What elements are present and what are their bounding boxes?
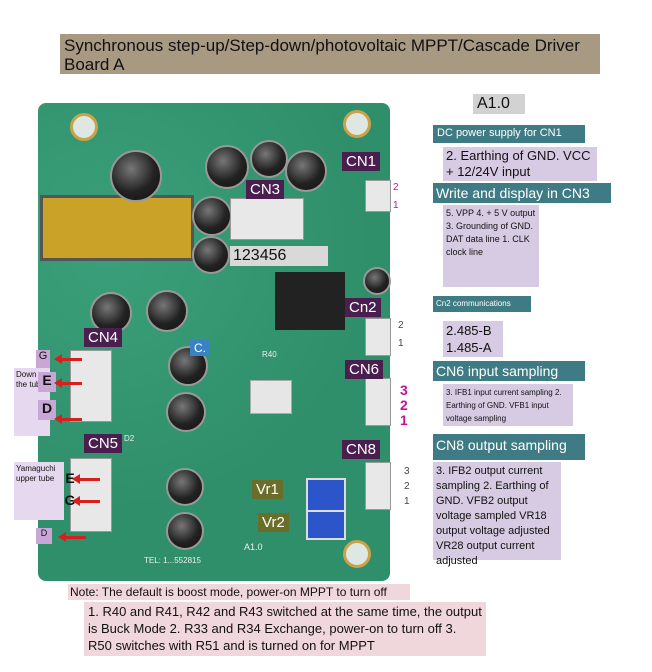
cn8-header: CN8 output sampling — [433, 434, 585, 460]
board-version-silkscreen: A1.0 — [244, 542, 263, 552]
cn5-label: CN5 — [84, 434, 123, 453]
trim-potentiometer — [306, 478, 346, 512]
capacitor — [110, 150, 162, 202]
cn5-side-note: Yamaguchi upper tube — [14, 462, 64, 520]
cn4-pin-e: E — [38, 372, 56, 392]
cn1-header: DC power supply for CN1 — [433, 125, 585, 143]
capacitor — [166, 468, 204, 506]
cn8-label: CN8 — [342, 440, 381, 459]
mount-hole — [343, 110, 371, 138]
cn1-pin-2: 2 — [393, 182, 399, 193]
cn1-description: 2. Earthing of GND. VCC + 12/24V input — [443, 147, 597, 181]
cn5-pin-g: G — [64, 492, 76, 508]
cn8-pin-1: 1 — [404, 496, 410, 507]
connector-cn1 — [365, 180, 391, 212]
microcontroller — [275, 272, 345, 330]
note-body: 1. R40 and R41, R42 and R43 switched at … — [84, 602, 486, 656]
connector-cn6 — [365, 378, 391, 426]
cn4-pin-d: D — [38, 400, 56, 420]
cn5-pin-e: E — [65, 470, 75, 486]
capacitor — [166, 392, 206, 432]
cn6-header: CN6 input sampling — [433, 361, 585, 381]
capacitor — [205, 145, 249, 189]
cn5-arrow-d — [58, 532, 86, 542]
c-label: C. — [190, 340, 210, 356]
tel-silkscreen: TEL: 1...552815 — [144, 556, 201, 565]
connector-cn2 — [365, 318, 391, 356]
mount-hole — [70, 113, 98, 141]
transformer — [40, 195, 194, 261]
page-title: Synchronous step-up/Step-down/photovolta… — [60, 34, 600, 74]
connector-cn3 — [230, 198, 304, 240]
cn3-header: Write and display in CN3 — [433, 183, 611, 203]
cn4-arrow-d — [54, 414, 82, 424]
r40-label: R40 — [262, 350, 277, 359]
note-header: Note: The default is boost mode, power-o… — [68, 584, 410, 600]
trim-potentiometer — [306, 510, 346, 540]
cn2-header: Cn2 communications — [433, 296, 531, 312]
optocoupler — [250, 380, 292, 414]
connector-cn5 — [70, 458, 112, 532]
cn5-arrow-g — [72, 496, 100, 506]
capacitor — [250, 140, 288, 178]
vr1-label: Vr1 — [252, 480, 283, 499]
cn5-arrow-e — [72, 474, 100, 484]
cn4-pin-g: G — [36, 350, 50, 368]
capacitor — [192, 196, 232, 236]
capacitor — [146, 290, 188, 332]
connector-cn8 — [365, 462, 391, 510]
vr2-label: Vr2 — [258, 513, 289, 532]
cn8-description: 3. IFB2 output current sampling 2. Earth… — [433, 462, 561, 567]
cn2-label: Cn2 — [345, 298, 381, 317]
version-label: A1.0 — [473, 94, 525, 114]
cn8-pin-2: 2 — [404, 481, 410, 492]
cn4-label: CN4 — [84, 328, 123, 347]
connector-cn4 — [70, 350, 112, 422]
cn2-description: 2.485-B 1.485-A — [443, 321, 503, 357]
d2-label: D2 — [124, 434, 135, 443]
cn6-pin-1: 1 — [400, 412, 408, 428]
cn5-pin-d: D — [36, 528, 52, 544]
cn4-arrow-g — [54, 354, 82, 364]
cn3-pin-numbers: 123456 — [230, 246, 328, 266]
cn2-pin-2: 2 — [398, 320, 404, 331]
cn6-pin-2: 2 — [400, 397, 408, 413]
cn3-label: CN3 — [246, 180, 285, 199]
cn6-pin-3: 3 — [400, 382, 408, 398]
capacitor — [192, 236, 230, 274]
capacitor — [363, 267, 391, 295]
cn8-pin-3: 3 — [404, 466, 410, 477]
cn6-description: 3. IFB1 input current sampling 2. Earthi… — [443, 384, 573, 426]
cn3-description: 5. VPP 4. + 5 V output 3. Grounding of G… — [443, 205, 539, 287]
capacitor — [166, 512, 204, 550]
cn1-label: CN1 — [342, 152, 381, 171]
cn2-pin-1: 1 — [398, 338, 404, 349]
cn6-label: CN6 — [345, 360, 384, 379]
mount-hole — [343, 540, 371, 568]
cn1-pin-1: 1 — [393, 200, 399, 211]
cn4-arrow-e — [54, 378, 82, 388]
capacitor — [285, 150, 327, 192]
